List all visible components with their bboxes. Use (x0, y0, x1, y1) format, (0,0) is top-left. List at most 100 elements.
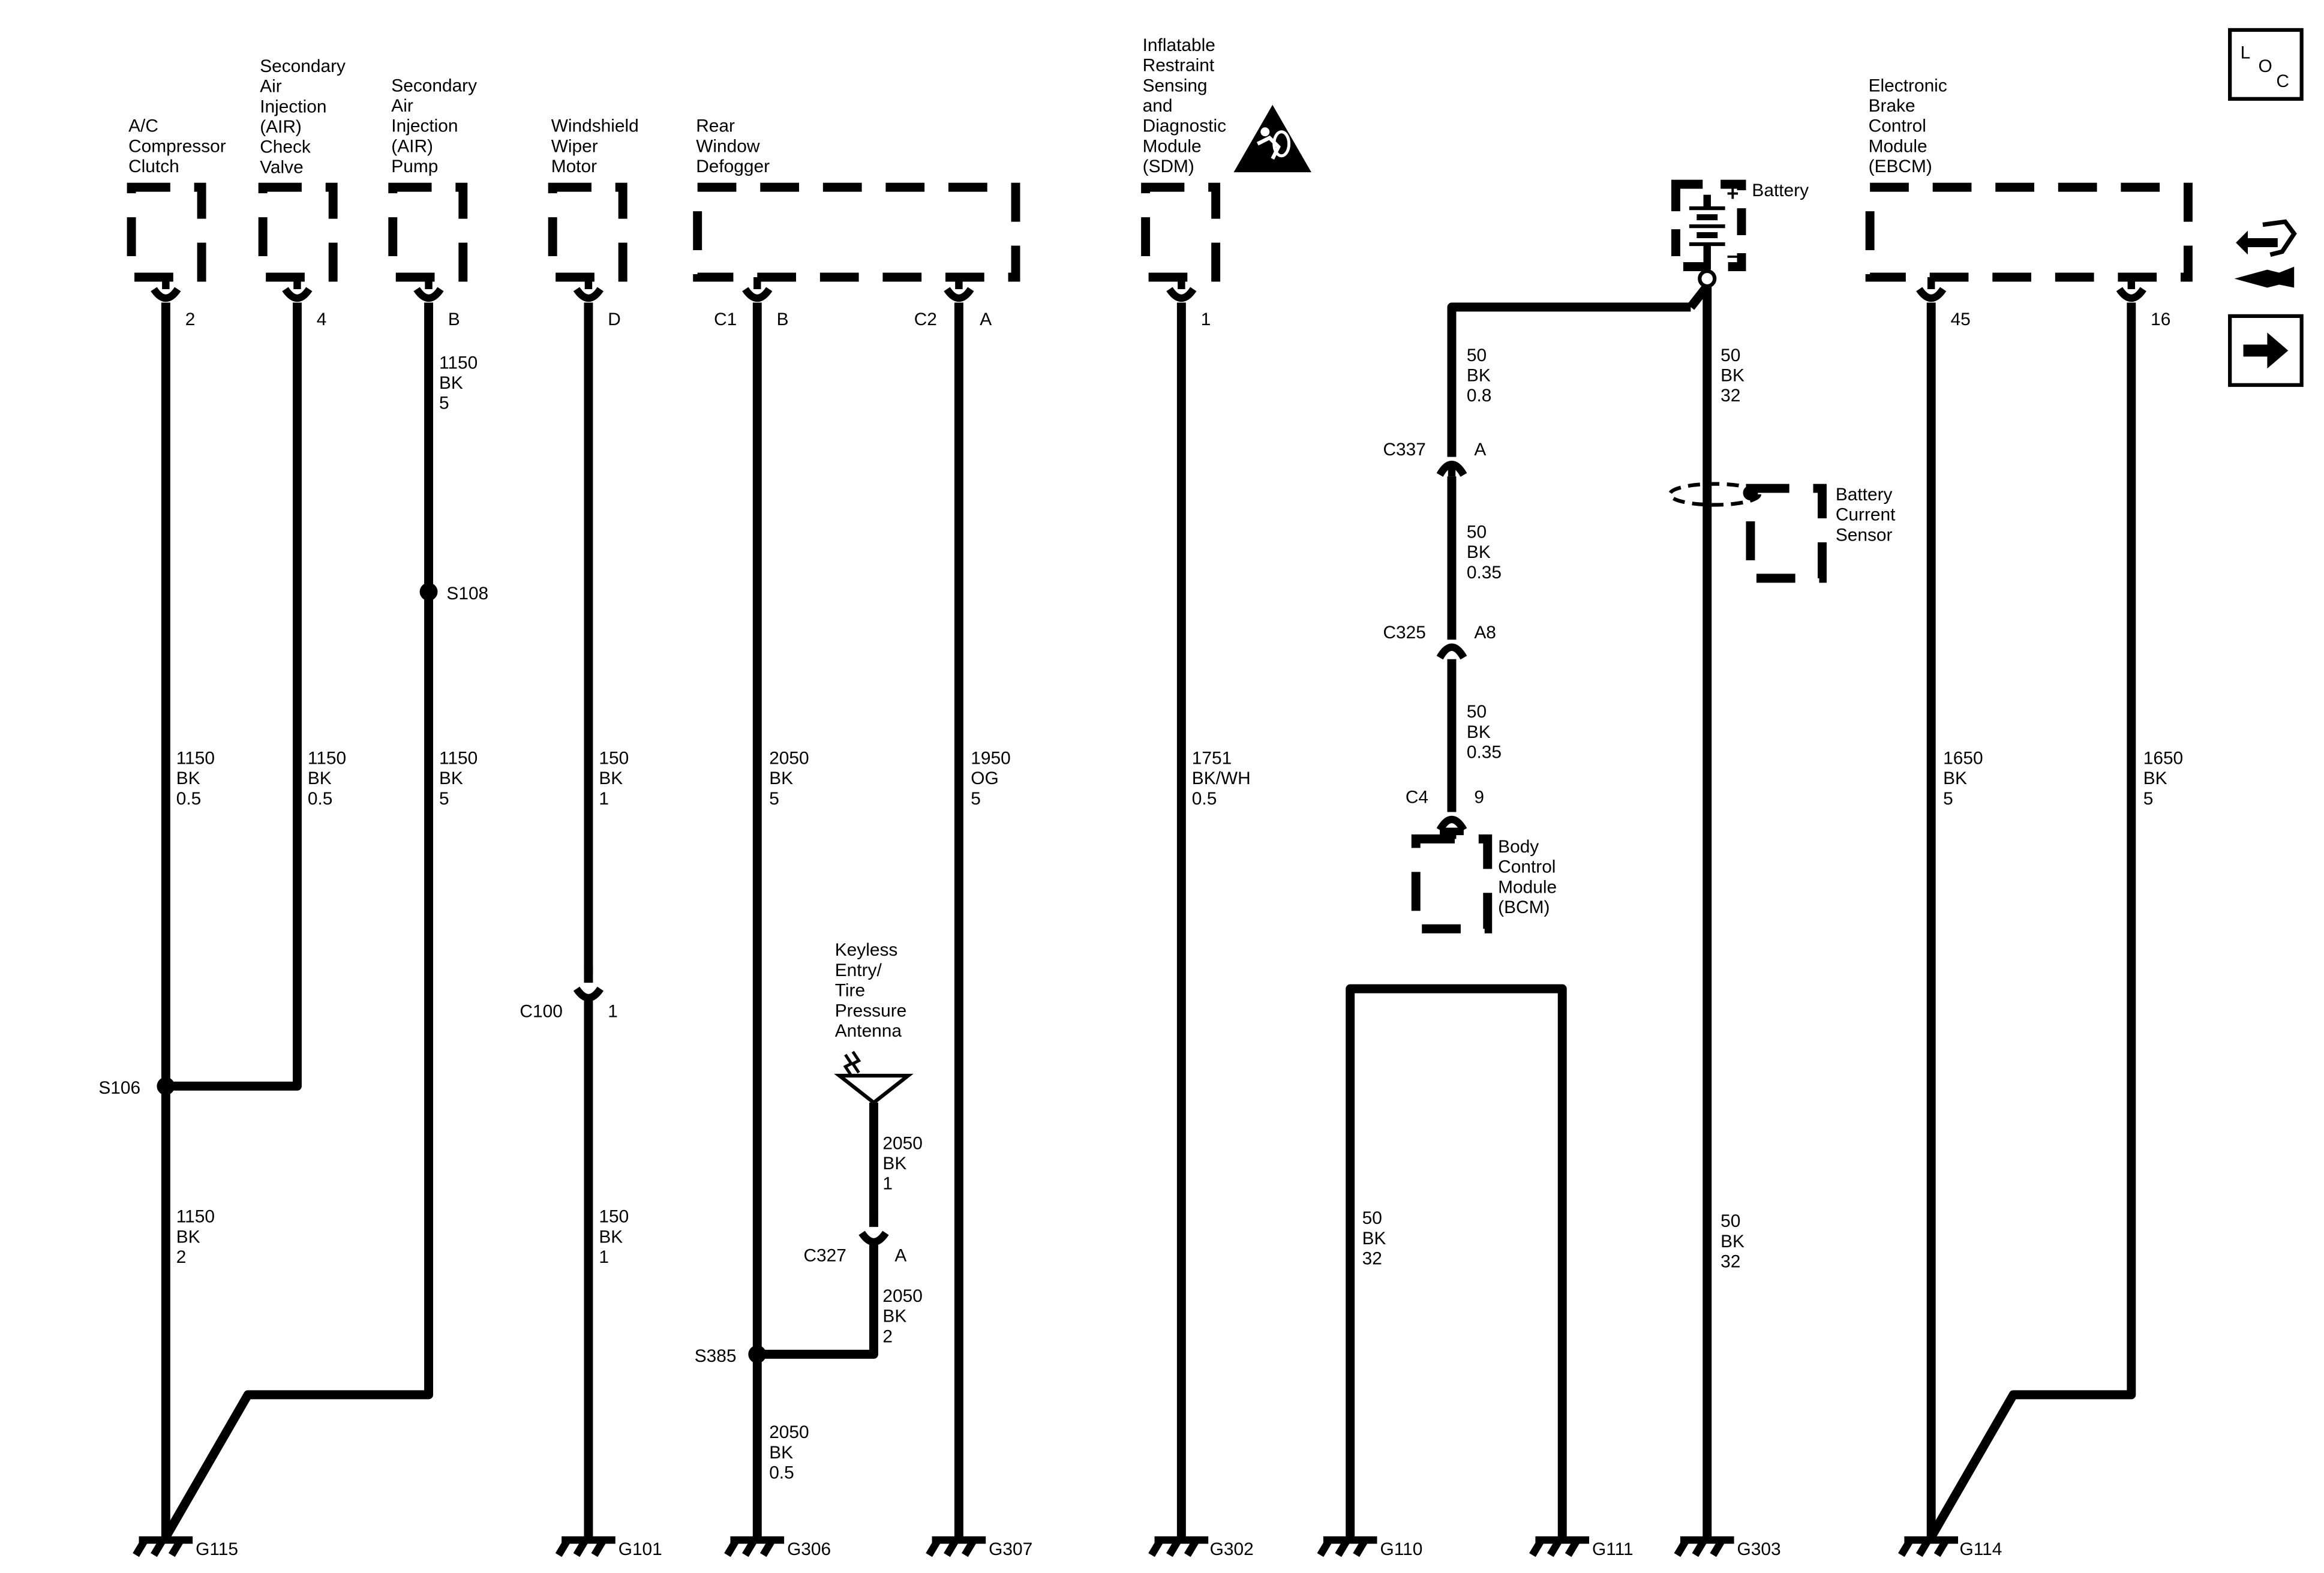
wiper-motor-label: Windshield Wiper Motor (551, 116, 644, 176)
socket-wiper (573, 277, 604, 302)
ebcm-label: Electronic Brake Control Module (EBCM) (1869, 76, 1952, 176)
ground-symbols (133, 1536, 1959, 1557)
air-check-valve-label: Secondary Air Injection (AIR) Check Valv… (260, 56, 350, 178)
wire-ebcm-16 (1927, 302, 2136, 1539)
next-arrow-icon[interactable] (2228, 314, 2304, 387)
splice-s385-label: S385 (695, 1346, 737, 1366)
ground-g101-label: G101 (618, 1539, 662, 1559)
pin-label-defog-b: B (777, 310, 789, 329)
socket-air-pump (413, 277, 444, 302)
air-check-valve-box (258, 182, 338, 282)
connector-c325-name: C325 (1383, 623, 1425, 643)
splice-labels: S106 S108 S385 (98, 584, 736, 1366)
ground-g111-label: G111 (1592, 1539, 1634, 1559)
antenna-icon (834, 1050, 914, 1112)
battery-terminal-dot (1698, 269, 1717, 289)
rear-defogger-box (693, 182, 1020, 282)
pin-labels: 2 4 B D C1 B C2 A 1 45 16 (185, 310, 2171, 329)
ground-g306-symbol (724, 1536, 785, 1557)
connector-c327 (858, 1212, 889, 1246)
airbag-warning-icon (1233, 104, 1311, 173)
pin-label-defog-c1: C1 (714, 310, 737, 329)
splice-s108-label: S108 (446, 584, 488, 604)
splice-s106-label: S106 (98, 1078, 140, 1098)
socket-air-valve (282, 277, 313, 302)
wire-antenna-lower (757, 1245, 878, 1359)
pin-label-defog-a: A (980, 310, 992, 329)
wire-air-pump (161, 302, 434, 1539)
pin-label-wiper: D (608, 310, 621, 329)
ground-g101-symbol (555, 1536, 615, 1557)
battery-label: Battery (1752, 181, 1809, 200)
wire-battery-tap (1687, 283, 1711, 310)
connector-c100-name: C100 (520, 1002, 562, 1022)
ground-g302-symbol (1148, 1536, 1209, 1557)
ground-g302-label: G302 (1210, 1539, 1254, 1559)
pin-label-air-pump: B (448, 310, 460, 329)
connector-c337-name: C337 (1383, 440, 1425, 460)
connector-c100 (573, 968, 604, 1002)
ground-g303-symbol (1674, 1536, 1734, 1557)
wire-bcm-ground-1 (1447, 302, 1691, 457)
socket-sdm (1166, 277, 1197, 302)
battery-minus-sign: − (1727, 245, 1739, 268)
service-info-icon[interactable] (2234, 219, 2297, 288)
connector-c337 (1436, 461, 1467, 477)
socket-ebcm-45 (1916, 277, 1947, 302)
loc-icon[interactable]: L O C (2228, 28, 2304, 101)
loc-letter-o: O (2258, 56, 2272, 76)
ground-g307-symbol (926, 1536, 986, 1557)
battery-current-sensor-box (1746, 484, 1827, 583)
rear-defogger-label: Rear Window Defogger (696, 116, 770, 176)
ground-g114-symbol (1898, 1536, 1959, 1557)
pin-label-air-valve: 4 (317, 310, 327, 329)
ground-g110-label: G110 (1380, 1539, 1422, 1559)
loc-letter-l: L (2241, 43, 2251, 62)
socket-ebcm-16 (2116, 277, 2146, 302)
ac-compressor-clutch-label: A/C Compressor Clutch (128, 116, 231, 176)
ground-g115-symbol (133, 1536, 193, 1557)
ground-g303-label: G303 (1737, 1539, 1781, 1559)
connector-c4-name: C4 (1406, 787, 1428, 807)
ground-labels: G115 G101 G306 G307 G302 G110 G111 G303 … (196, 1539, 2002, 1559)
connector-c4-pin: 9 (1474, 787, 1484, 807)
battery-symbol: + − (1689, 182, 1739, 270)
pin-label-ebcm-45: 45 (1951, 310, 1971, 329)
sdm-label: Inflatable Restraint Sensing and Diagnos… (1143, 35, 1232, 176)
sdm-box (1141, 182, 1221, 282)
ebcm-box (1865, 182, 2193, 282)
splice-s385-dot (748, 1345, 767, 1364)
air-pump-box (388, 182, 468, 282)
connector-c100-pin: 1 (608, 1002, 618, 1022)
inline-connectors (573, 461, 1467, 1246)
loc-letter-c: C (2276, 71, 2289, 91)
connector-c337-pin: A (1474, 440, 1486, 460)
pin-label-ac: 2 (185, 310, 196, 329)
socket-ac (151, 277, 181, 302)
ground-g306-label: G306 (787, 1539, 831, 1559)
splice-s106-dot (157, 1077, 175, 1095)
bcm-label: Body Control Module (BCM) (1498, 837, 1562, 917)
battery-current-sensor-label: Battery Current Sensor (1836, 485, 1900, 545)
ground-g111-symbol (1529, 1536, 1590, 1557)
ground-g114-label: G114 (1960, 1539, 2002, 1559)
